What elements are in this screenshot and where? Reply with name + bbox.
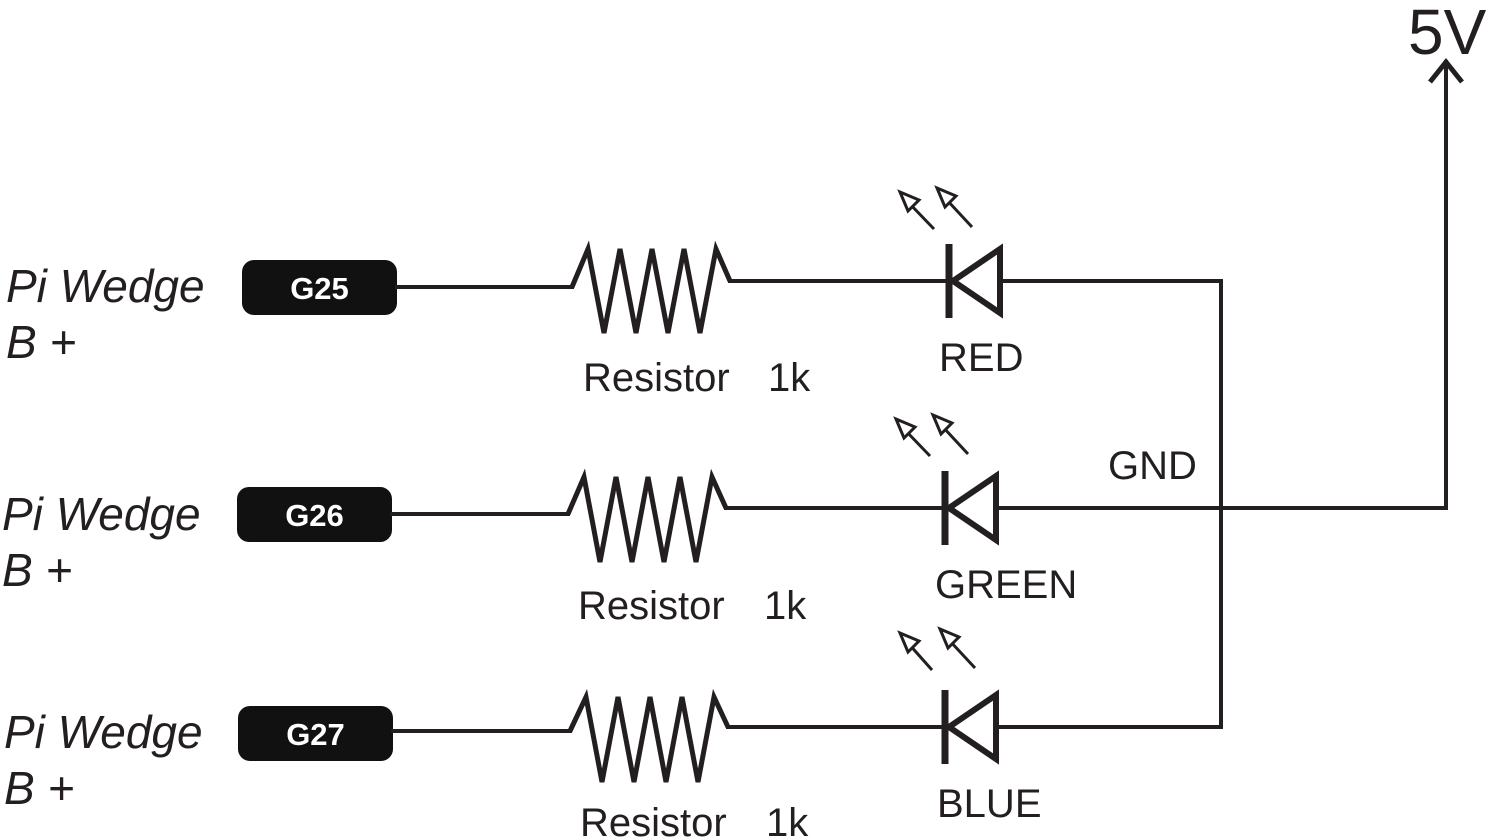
source-label-line1: Pi Wedge xyxy=(2,488,201,540)
resistor-label: Resistor xyxy=(578,584,725,628)
gnd-label: GND xyxy=(1108,444,1197,488)
led-color-label: RED xyxy=(939,336,1023,380)
pin-badge xyxy=(242,260,397,315)
channel-blue: Pi Wedge B + G27 Resistor 1k BLUE xyxy=(4,626,1223,838)
resistor-symbol xyxy=(569,240,733,334)
supply-label: 5V xyxy=(1408,0,1487,68)
led-icon xyxy=(897,626,999,765)
resistor-value: 1k xyxy=(768,356,811,400)
led-color-label: GREEN xyxy=(935,563,1077,607)
pin-badge xyxy=(238,706,393,761)
source-label-line1: Pi Wedge xyxy=(4,706,203,758)
source-label-line2: B + xyxy=(6,316,76,368)
pin-label: G26 xyxy=(285,498,344,533)
led-icon xyxy=(897,185,1003,319)
source-label-line1: Pi Wedge xyxy=(6,260,205,312)
resistor-value: 1k xyxy=(764,584,807,628)
resistor-symbol xyxy=(567,688,731,783)
pin-badge xyxy=(237,487,392,542)
resistor-label: Resistor xyxy=(580,801,727,838)
led-icon xyxy=(893,412,999,546)
supply-arrow-icon xyxy=(1428,57,1464,84)
channel-green: Pi Wedge B + G26 Resistor 1k GREEN xyxy=(2,412,1448,628)
channel-red: Pi Wedge B + G25 Resistor 1k RED xyxy=(6,185,1223,400)
pin-label: G25 xyxy=(290,271,349,306)
pin-label: G27 xyxy=(286,717,345,752)
source-label-line2: B + xyxy=(4,762,74,814)
source-label-line2: B + xyxy=(2,544,72,596)
led-color-label: BLUE xyxy=(937,782,1042,826)
resistor-value: 1k xyxy=(766,801,809,838)
resistor-label: Resistor xyxy=(583,356,730,400)
resistor-symbol xyxy=(565,468,729,563)
